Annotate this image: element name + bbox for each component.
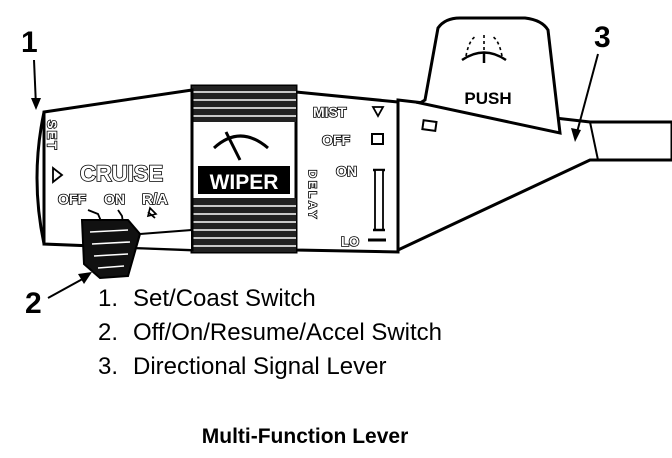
push-label: PUSH (464, 89, 511, 108)
set-arrow-icon (52, 166, 64, 184)
delay-range-icon (373, 168, 385, 232)
callout-2-number: 2 (25, 287, 42, 320)
figure-caption: Multi-Function Lever (202, 425, 409, 448)
cruise-control-body: SET CRUISE OFF ON R/A (35, 88, 194, 280)
mist-arrow-icon (371, 106, 385, 118)
cruise-ra-label: R/A (142, 191, 168, 208)
callout-3: 3 (571, 21, 611, 142)
callout-3-arrowhead-icon (571, 128, 581, 142)
cruise-label: CRUISE (80, 161, 163, 186)
wiper-mode-panel: MIST OFF ON DELAY LO (294, 90, 400, 254)
legend-item-2-number: 2. (98, 319, 118, 346)
legend-item-1-text: Set/Coast Switch (133, 285, 316, 312)
off-indicator-icon (371, 133, 384, 145)
callout-3-number: 3 (594, 21, 611, 54)
legend-item-2-text: Off/On/Resume/Accel Switch (133, 319, 442, 346)
legend: 1. Set/Coast Switch 2. Off/On/Resume/Acc… (98, 285, 442, 380)
callout-1-number: 1 (21, 26, 38, 59)
washer-push-button: PUSH (415, 16, 562, 135)
cruise-on-label: ON (104, 191, 125, 207)
off-on-resume-switch (80, 219, 142, 280)
mist-label: MIST (313, 104, 347, 120)
set-label: SET (45, 120, 60, 151)
wiper-off-label: OFF (322, 132, 350, 148)
cruise-off-label: OFF (58, 191, 86, 207)
washer-icon (461, 34, 507, 63)
legend-item-3-number: 3. (98, 353, 118, 380)
delay-label: DELAY (306, 170, 318, 221)
callout-1-arrowhead-icon (31, 98, 41, 110)
wiper-rotary-collar: WIPER (190, 84, 298, 254)
legend-item-1-number: 1. (98, 285, 118, 312)
wiper-icon (212, 131, 269, 161)
wiper-on-label: ON (336, 163, 357, 179)
lo-label: LO (341, 234, 359, 249)
callout-1: 1 (21, 26, 41, 110)
callout-2-arrowhead-icon (78, 272, 92, 284)
wiper-label: WIPER (210, 171, 279, 194)
legend-item-3-text: Directional Signal Lever (133, 353, 386, 380)
callout-2: 2 (25, 272, 92, 320)
